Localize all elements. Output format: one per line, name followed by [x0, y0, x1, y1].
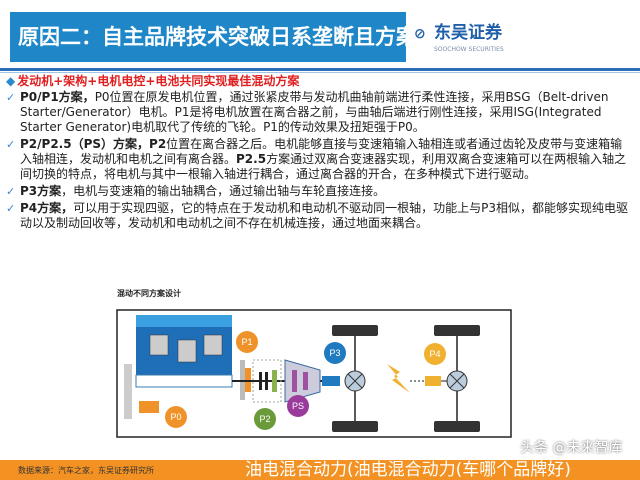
p2-badge: [254, 408, 276, 430]
engine-top: [136, 315, 232, 327]
diamond-bullet-icon: ◆: [6, 74, 16, 88]
p3-label: P3: [329, 348, 340, 358]
check-icon: ✓: [6, 202, 16, 215]
gear: [303, 372, 308, 390]
p0-label: P0: [170, 412, 181, 422]
p1-label: P1: [241, 337, 252, 347]
bullet-lead: P4方案，: [20, 201, 74, 215]
p2-box: [252, 359, 282, 403]
watermark: 头条 @未来智库: [520, 440, 623, 456]
check-icon: ✓: [6, 185, 16, 198]
check-icon: ✓: [6, 91, 16, 104]
section-heading-text: 发动机+架构+电机电控+电池共同实现最佳混动方案: [17, 74, 300, 88]
bullet-p2: ✓ P2/P2.5（PS）方案，P2位置在离合器之后。电机能够直接与变速箱输入轴相…: [6, 137, 634, 182]
section-heading: ◆发动机+架构+电机电控+电池共同实现最佳混动方案: [6, 74, 299, 88]
bullet-text: 可以用于实现四驱，它的特点在于发动机和电动机不驱动同一根轴，功能上与P3相似，都…: [20, 201, 629, 230]
soochow-logo: ⊘ 东吴证券 SOOCHOW SECURITIES: [412, 22, 508, 56]
p4-badge: [424, 343, 446, 365]
gear: [292, 370, 297, 392]
bullet-p0-p1: ✓ P0/P1方案，P0位置在原发电机位置，通过张紧皮带与发动机曲轴前端进行柔性连…: [6, 90, 634, 135]
bullet-text: P0位置在原发电机位置，通过张紧皮带与发动机曲轴前端进行柔性连接，采用BSG（B…: [20, 90, 609, 134]
belt-pulley: [124, 364, 132, 419]
clutch-plate: [259, 372, 262, 390]
front-diff-cross: [347, 373, 363, 389]
p4-motor: [425, 376, 441, 386]
logo-mark-icon: ⊘: [414, 26, 426, 42]
p0-motor: [139, 401, 159, 413]
wheels: [332, 325, 480, 432]
bullet-lead-2: P2.5: [236, 152, 267, 166]
p3-badge: [324, 342, 346, 364]
p4-label: P4: [429, 349, 440, 359]
bullet-list: ✓ P0/P1方案，P0位置在原发电机位置，通过张紧皮带与发动机曲轴前端进行柔性连…: [6, 90, 634, 233]
pistons: [149, 334, 223, 363]
footer-bar: [0, 460, 640, 480]
bullet-text-2: 方案通过双离合变速器实现，利用双离合变速箱可以在两根输入轴之间切换的特点，将电机…: [20, 152, 627, 181]
bullet-p4: ✓ P4方案，可以用于实现四驱，它的特点在于发动机和电动机不驱动同一根轴，功能上与…: [6, 201, 634, 231]
p1-badge: [236, 331, 258, 353]
check-icon: ✓: [6, 138, 16, 151]
p0-badge: [165, 406, 187, 428]
bullet-p3: ✓ P3方案，电机与变速箱的输出轴耦合，通过输出轴与车轮直接连接。: [6, 184, 634, 199]
bullet-lead: P0/P1方案，: [20, 90, 95, 104]
data-source: 数据来源：汽车之家，东吴证券研究所: [18, 466, 154, 475]
rear-diff-cross: [449, 373, 465, 389]
header-divider-thin: [0, 72, 640, 73]
logo-text-en: SOOCHOW SECURITIES: [434, 46, 504, 53]
diagram-title: 混动不同方案设计: [117, 289, 181, 298]
clutch-plate: [265, 372, 268, 390]
overlay-caption: 油电混合动力(油电混合动力(车哪个品牌好): [245, 460, 571, 480]
p2-motor: [272, 370, 277, 392]
slide-title: 原因二：自主品牌技术突破日系垄断且方案最优: [10, 12, 406, 62]
header-divider: [0, 68, 640, 71]
bullet-text: 位置在离合器之后。电机能够直接与变速箱输入轴相连或者通过齿轮及皮带与变速箱输入轴…: [20, 137, 623, 166]
logo-text-cn: 东吴证券: [434, 23, 502, 43]
bullet-lead: P3方案: [20, 184, 62, 198]
p3-motor: [322, 376, 340, 386]
bullet-lead: P2/P2.5（PS）方案，P2: [20, 137, 167, 151]
bullet-text: ，电机与变速箱的输出轴耦合，通过输出轴与车轮直接连接。: [61, 184, 386, 198]
p2-label: P2: [259, 414, 270, 424]
ps-badge: [287, 395, 309, 417]
ps-label: PS: [292, 401, 304, 411]
